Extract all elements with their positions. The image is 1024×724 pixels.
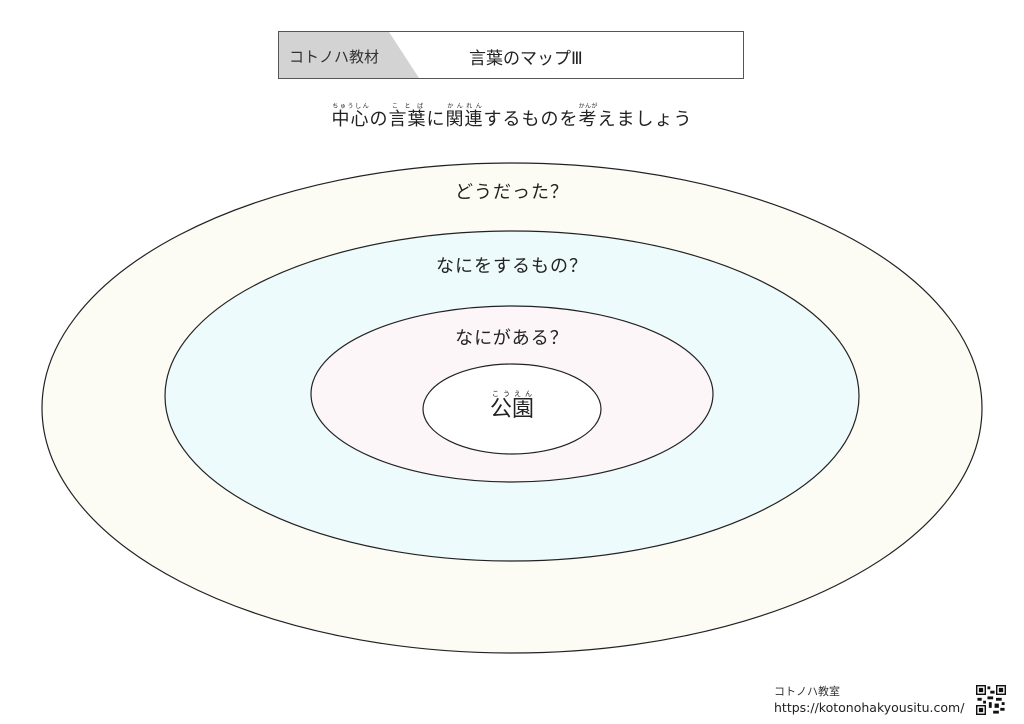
instruction-text: するものを (483, 109, 579, 130)
instruction: 中心ちゅうしんの言葉ことばに関連かんれんするものを考かんがえましょう (0, 103, 1024, 131)
instruction-text: の (369, 109, 389, 130)
center-ring (422, 363, 602, 455)
header-tag-label: コトノハ教材 (289, 48, 380, 66)
worksheet-header: コトノハ教材 言葉のマップⅢ (278, 31, 744, 79)
inner-ring-label: なにがある？ (455, 328, 569, 349)
qr-code-icon (976, 685, 1006, 715)
instruction-word: 中心ちゅうしん (331, 103, 370, 130)
outer-ring-label: どうだった？ (455, 182, 569, 203)
center-word: 公園こうえん (489, 390, 534, 422)
instruction-word: 関連かんれん (445, 103, 484, 130)
instruction-text: えましょう (597, 109, 693, 130)
footer: コトノハ教室 https://kotonohakyousitu.com/ (774, 684, 964, 716)
instruction-word: 考かんが (578, 103, 598, 130)
middle-ring-label: なにをするもの？ (436, 256, 588, 277)
instruction-word: 言葉ことば (388, 103, 427, 130)
instruction-text: に (426, 109, 446, 130)
footer-url[interactable]: https://kotonohakyousitu.com/ (774, 700, 965, 715)
page-title: 言葉のマップⅢ (469, 49, 583, 69)
footer-brand: コトノハ教室 (774, 685, 840, 698)
